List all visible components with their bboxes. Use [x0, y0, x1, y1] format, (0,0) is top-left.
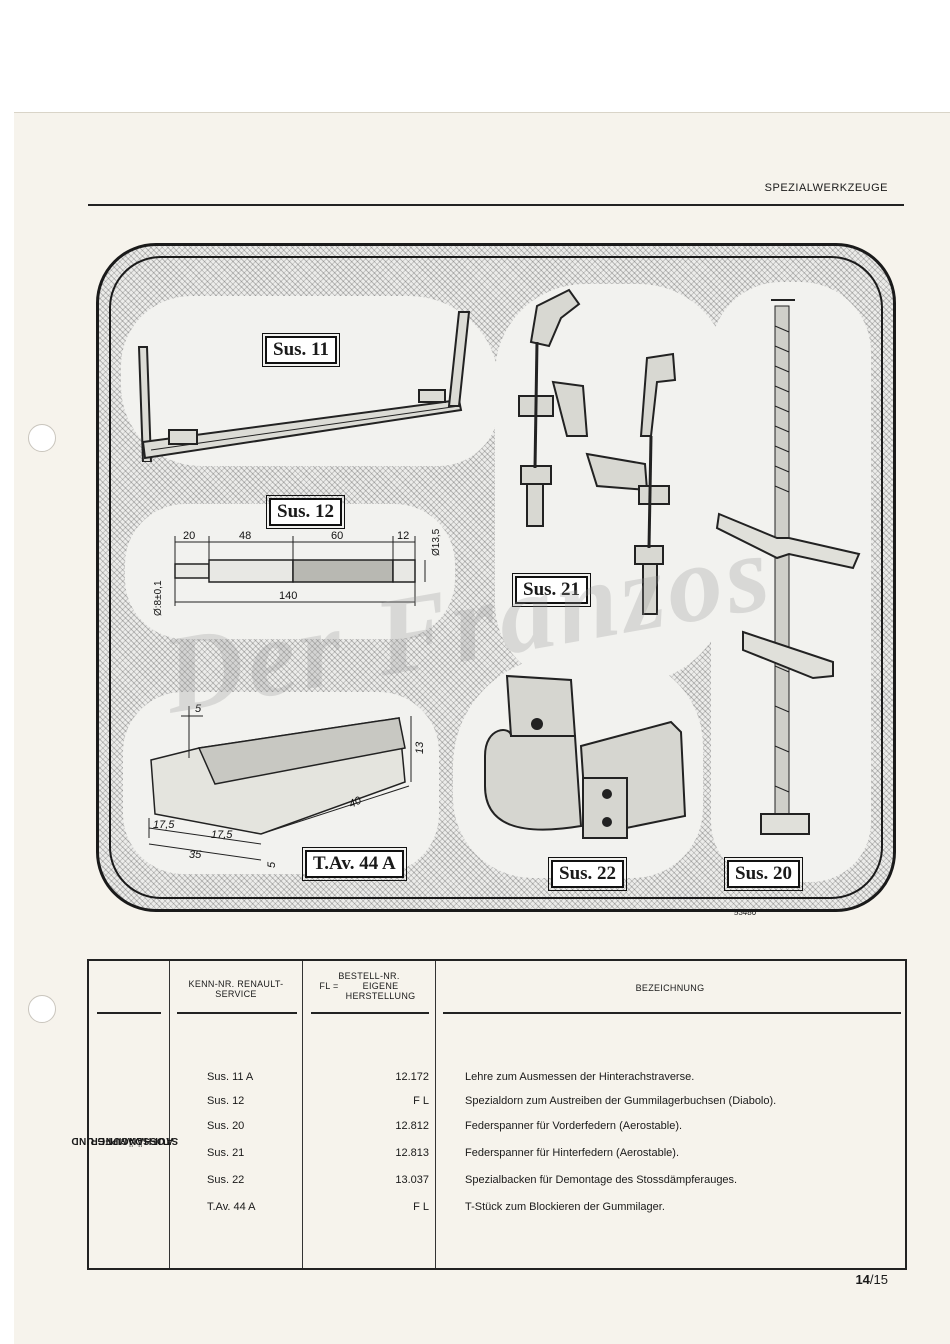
section-side-label: AUFHÄNGUNG UND STOSSDÄMPFER: [71, 1017, 178, 1263]
page-current: 14: [855, 1272, 870, 1287]
header-bestell-nr: BESTELL-NR. FL = EIGENE HERSTELLUNG: [309, 971, 429, 1001]
cell-bestell: F L: [413, 1201, 429, 1213]
cell-bestell: 12.172: [395, 1071, 429, 1083]
header-bestell-bottom: EIGENE HERSTELLUNG: [345, 981, 416, 1001]
tools-table: KENN-NR. RENAULT-SERVICE BESTELL-NR. FL …: [71, 959, 907, 1270]
cell-bestell: 12.813: [395, 1147, 429, 1159]
dim-48: 48: [239, 530, 251, 542]
page-total: 15: [873, 1272, 888, 1287]
label-sus22: Sus. 22: [547, 857, 628, 891]
figure-number: 53486: [734, 908, 757, 917]
dim-12: 12: [397, 530, 409, 542]
header-rule: [311, 1012, 429, 1014]
label-sus11: Sus. 11: [262, 333, 340, 367]
table-row: Sus. 12 F L Spezialdorn zum Austreiben d…: [89, 1095, 905, 1115]
sus20-drawing: [715, 299, 861, 835]
table-row: T.Av. 44 A F L T-Stück zum Blockieren de…: [89, 1201, 905, 1221]
dim-dia-small: Ø:8±0,1: [153, 580, 164, 616]
cell-bestell: 12.812: [395, 1120, 429, 1132]
table-row: Sus. 20 12.812 Federspanner für Vorderfe…: [89, 1120, 905, 1140]
cell-kenn: Sus. 20: [207, 1120, 245, 1132]
cell-kenn: Sus. 22: [207, 1174, 245, 1186]
dim-140: 140: [279, 590, 297, 602]
dim-5-top: 5: [195, 703, 202, 715]
header-bestell-top: BESTELL-NR.: [338, 971, 400, 981]
cell-bezeichnung: Spezialdorn zum Austreiben der Gummilage…: [465, 1095, 777, 1107]
dim-60: 60: [331, 530, 343, 542]
label-sus12: Sus. 12: [265, 495, 346, 529]
dim-dia: Ø13,5: [431, 528, 442, 556]
cell-kenn: Sus. 11 A: [207, 1071, 254, 1083]
tav44a-drawing: 5 13 40 17,5 17,5 35 5: [148, 703, 426, 868]
cell-kenn: Sus. 21: [207, 1147, 245, 1159]
illustration-frame: [109, 256, 883, 899]
column-divider: [435, 961, 436, 1268]
header-rule: [177, 1012, 297, 1014]
table-row: Sus. 11 A 12.172 Lehre zum Ausmessen der…: [89, 1071, 905, 1091]
dim-20: 20: [183, 530, 195, 542]
cell-bezeichnung: Federspanner für Hinterfedern (Aerostabl…: [465, 1147, 679, 1159]
dim-40: 40: [347, 794, 364, 810]
header-bestell-fl: FL =: [319, 981, 339, 991]
sus21-drawing: [518, 288, 677, 615]
page-number: 14/15: [855, 1272, 888, 1287]
cell-bezeichnung: Spezialbacken für Demontage des Stossdäm…: [465, 1174, 738, 1186]
label-sus20: Sus. 20: [723, 857, 804, 891]
tool-area-sus20: [711, 282, 871, 882]
header-rule: [88, 204, 904, 206]
header-bezeichnung: BEZEICHNUNG: [635, 983, 705, 993]
dim-17-5-a: 17,5: [153, 819, 175, 831]
table-row: Sus. 22 13.037 Spezialbacken für Demonta…: [89, 1174, 905, 1194]
header-kenn-nr: KENN-NR. RENAULT-SERVICE: [188, 979, 284, 999]
dim-13: 13: [414, 741, 426, 754]
cell-bezeichnung: T-Stück zum Blockieren der Gummilager.: [465, 1201, 665, 1213]
cell-bezeichnung: Federspanner für Vorderfedern (Aerostabl…: [465, 1120, 683, 1132]
section-title: SPEZIALWERKZEUGE: [764, 182, 888, 194]
sus12-drawing: 20 48 60 12 140 Ø13,5 Ø:8±0,1: [153, 528, 442, 616]
dim-35: 35: [189, 849, 202, 861]
column-divider: [302, 961, 303, 1268]
cell-bezeichnung: Lehre zum Ausmessen der Hinterachstraver…: [465, 1071, 695, 1083]
punch-hole: [28, 424, 56, 452]
table-row: Sus. 21 12.813 Federspanner für Hinterfe…: [89, 1147, 905, 1167]
label-sus21: Sus. 21: [511, 573, 592, 607]
cell-kenn: Sus. 12: [207, 1095, 245, 1107]
header-rule: [97, 1012, 161, 1014]
sus22-drawing: [484, 674, 687, 839]
cell-kenn: T.Av. 44 A: [207, 1201, 256, 1213]
cell-bestell: 13.037: [395, 1174, 429, 1186]
dim-17-5-b: 17,5: [211, 829, 233, 841]
punch-hole: [28, 995, 56, 1023]
dim-5-side: 5: [266, 861, 278, 868]
sus11-drawing: [137, 311, 471, 462]
header-rule: [443, 1012, 901, 1014]
cell-bestell: F L: [413, 1095, 429, 1107]
tools-illustration: Sus. 11 Sus. 12 20 48 60 12 140: [96, 243, 896, 912]
column-divider: [169, 961, 170, 1268]
label-tav44a: T.Av. 44 A: [302, 847, 407, 881]
